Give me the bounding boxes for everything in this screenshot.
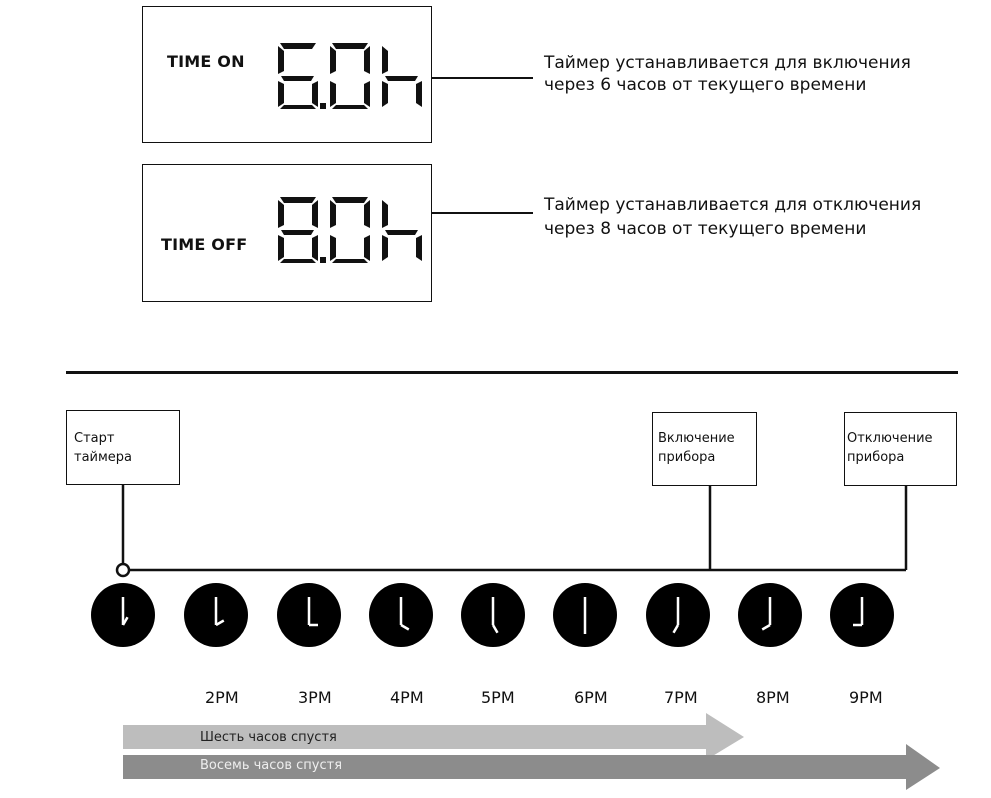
clock-row: [91, 583, 894, 647]
time-label-7pm: 7PM: [664, 688, 698, 707]
time-off-leader-line: [432, 212, 533, 214]
clock-hour-hand: [400, 623, 410, 631]
time-on-panel: TIME ON: [142, 6, 432, 143]
clock-icon: [461, 583, 525, 647]
clock-icon: [738, 583, 802, 647]
switch-on-marker-text: Включение прибора: [658, 431, 735, 465]
start-marker-text: Старт таймера: [74, 431, 133, 465]
time-on-leader-line: [432, 77, 533, 79]
time-label-4pm: 4PM: [390, 688, 424, 707]
time-off-lcd-reading: [278, 197, 422, 263]
time-label-6pm: 6PM: [574, 688, 608, 707]
clock-hour-hand: [761, 623, 771, 631]
time-label-8pm: 8PM: [756, 688, 790, 707]
clock-hour-hand: [491, 624, 499, 634]
clock-hour-hand: [215, 619, 225, 627]
switch-off-marker-box: Отключение прибора: [844, 412, 957, 486]
time-on-note-line2: через 6 часов от текущего времени: [544, 75, 867, 95]
clock-icon: [646, 583, 710, 647]
time-label-9pm: 9PM: [849, 688, 883, 707]
clock-icon: [830, 583, 894, 647]
time-label-3pm: 3PM: [298, 688, 332, 707]
six-hours-arrow: [123, 713, 744, 760]
section-divider: [66, 371, 958, 374]
switch-on-marker-box: Включение прибора: [652, 412, 757, 486]
time-on-label: TIME ON: [167, 52, 245, 71]
clock-icon: [369, 583, 433, 647]
clock-icon: [277, 583, 341, 647]
switch-off-marker-text: Отключение прибора: [847, 431, 933, 465]
clock-hour-hand: [121, 616, 129, 626]
time-off-note-line2: через 8 часов от текущего времени: [544, 219, 867, 239]
time-off-panel: TIME OFF: [142, 164, 432, 302]
duration-arrows: [123, 713, 940, 790]
time-on-note-line1: Таймер устанавливается для включения: [544, 53, 911, 73]
time-on-lcd-reading: [278, 43, 422, 109]
clock-icon: [184, 583, 248, 647]
eight-hours-arrow-label: Восемь часов спустя: [200, 758, 343, 773]
time-label-2pm: 2PM: [205, 688, 239, 707]
time-off-label: TIME OFF: [161, 235, 248, 254]
clock-hour-hand: [672, 624, 680, 634]
start-marker-box: Старт таймера: [66, 410, 180, 485]
clock-icon: [91, 583, 155, 647]
timeline-lines: [115, 485, 908, 578]
eight-hours-arrow: [123, 744, 940, 790]
time-off-note-line1: Таймер устанавливается для отключения: [544, 195, 922, 215]
clock-icon: [553, 583, 617, 647]
time-label-5pm: 5PM: [481, 688, 515, 707]
six-hours-arrow-label: Шесть часов спустя: [200, 730, 337, 745]
